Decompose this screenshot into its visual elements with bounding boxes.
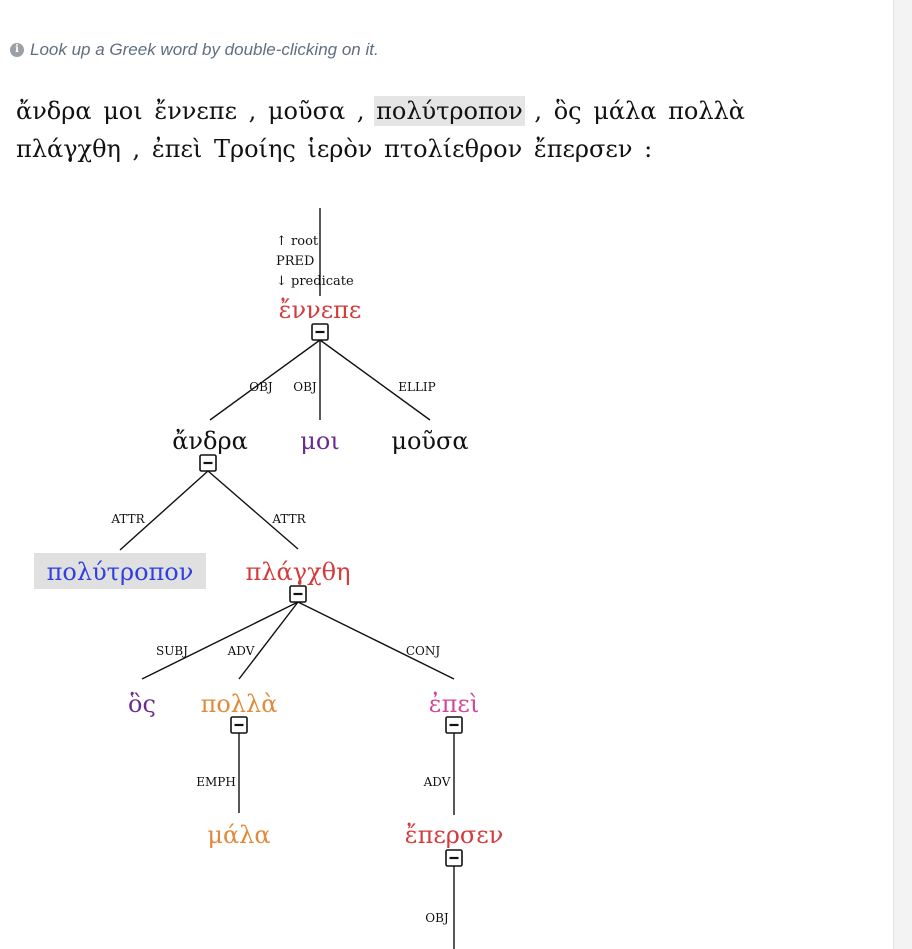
sentence-word[interactable]: ἔπερσεν <box>533 135 633 163</box>
tree-word[interactable]: πλάγχθη <box>246 558 351 586</box>
relation-label: OBJ <box>249 380 273 394</box>
tree-word[interactable]: μοι <box>300 427 339 455</box>
root-label: ↑ root <box>276 234 319 249</box>
tree-edge <box>209 339 321 421</box>
sentence-word[interactable]: μοι <box>103 97 143 125</box>
tree-word[interactable]: ἄνδρα <box>172 427 248 455</box>
root-label: ↓ predicate <box>276 274 354 289</box>
sentence-word[interactable]: , <box>248 97 257 125</box>
relation-label: ADV <box>227 644 255 658</box>
tree-edge <box>297 601 455 680</box>
sentence-word[interactable]: πλάγχθη <box>16 135 121 163</box>
sentence-word[interactable]: Τροίης <box>213 135 296 163</box>
info-icon: i <box>10 43 24 57</box>
sentence-word[interactable]: πολλὰ <box>668 97 745 125</box>
tree-word[interactable]: ἔννεπε <box>279 296 362 324</box>
tree-word[interactable]: πολύτροπον <box>47 558 194 586</box>
tree-word[interactable]: πολλὰ <box>201 690 278 718</box>
tree-word[interactable]: μοῦσα <box>391 427 468 455</box>
tree-edge <box>141 601 299 680</box>
sentence-word[interactable]: πτολίεθρον <box>384 135 523 163</box>
sentence-word[interactable]: πολύτροπον <box>374 96 525 126</box>
tree-edge <box>319 339 431 421</box>
lookup-hint-text: Look up a Greek word by double-clicking … <box>30 40 379 59</box>
sentence-word[interactable]: , <box>534 97 543 125</box>
relation-label: ELLIP <box>398 380 436 394</box>
root-label: PRED <box>276 254 314 269</box>
sentence-word[interactable]: ἐπεὶ <box>151 135 203 163</box>
sentence-word[interactable]: ἔννεπε <box>154 97 238 125</box>
sentence-word[interactable]: , <box>132 135 141 163</box>
relation-label: SUBJ <box>156 644 188 658</box>
word-highlight <box>34 553 206 589</box>
relation-label: OBJ <box>293 380 317 394</box>
tree-edge <box>238 601 299 680</box>
tree-word[interactable]: ὃς <box>128 690 156 718</box>
tree-word[interactable]: ἔπερσεν <box>405 821 504 849</box>
greek-sentence: ἄνδρα μοι ἔννεπε , μοῦσα , πολύτροπον , … <box>14 92 834 168</box>
relation-label: ADV <box>423 775 451 789</box>
tree-edge <box>119 470 209 551</box>
sentence-word[interactable]: ἄνδρα <box>16 97 92 125</box>
relation-label: EMPH <box>196 775 236 789</box>
relation-label: CONJ <box>406 644 441 658</box>
relation-label: ATTR <box>271 512 306 526</box>
sentence-word[interactable]: ἱερὸν <box>307 135 373 163</box>
right-scrollbar[interactable] <box>893 0 912 949</box>
lookup-hint: i Look up a Greek word by double-clickin… <box>10 40 379 60</box>
sentence-word[interactable]: : <box>644 135 653 163</box>
relation-label: ATTR <box>110 512 145 526</box>
relation-label: OBJ <box>425 911 449 925</box>
sentence-line: ἄνδρα μοι ἔννεπε , μοῦσα , πολύτροπον , … <box>14 92 834 130</box>
sentence-word[interactable]: ὃς <box>553 97 582 125</box>
sentence-word[interactable]: , <box>356 97 365 125</box>
tree-word[interactable]: ἐπεὶ <box>429 690 480 718</box>
sentence-word[interactable]: μάλα <box>593 97 657 125</box>
tree-word[interactable]: μάλα <box>207 821 270 849</box>
sentence-word[interactable]: μοῦσα <box>267 97 346 125</box>
sentence-line: πλάγχθη , ἐπεὶ Τροίης ἱερὸν πτολίεθρον ἔ… <box>14 130 834 168</box>
tree-edge <box>207 470 299 550</box>
